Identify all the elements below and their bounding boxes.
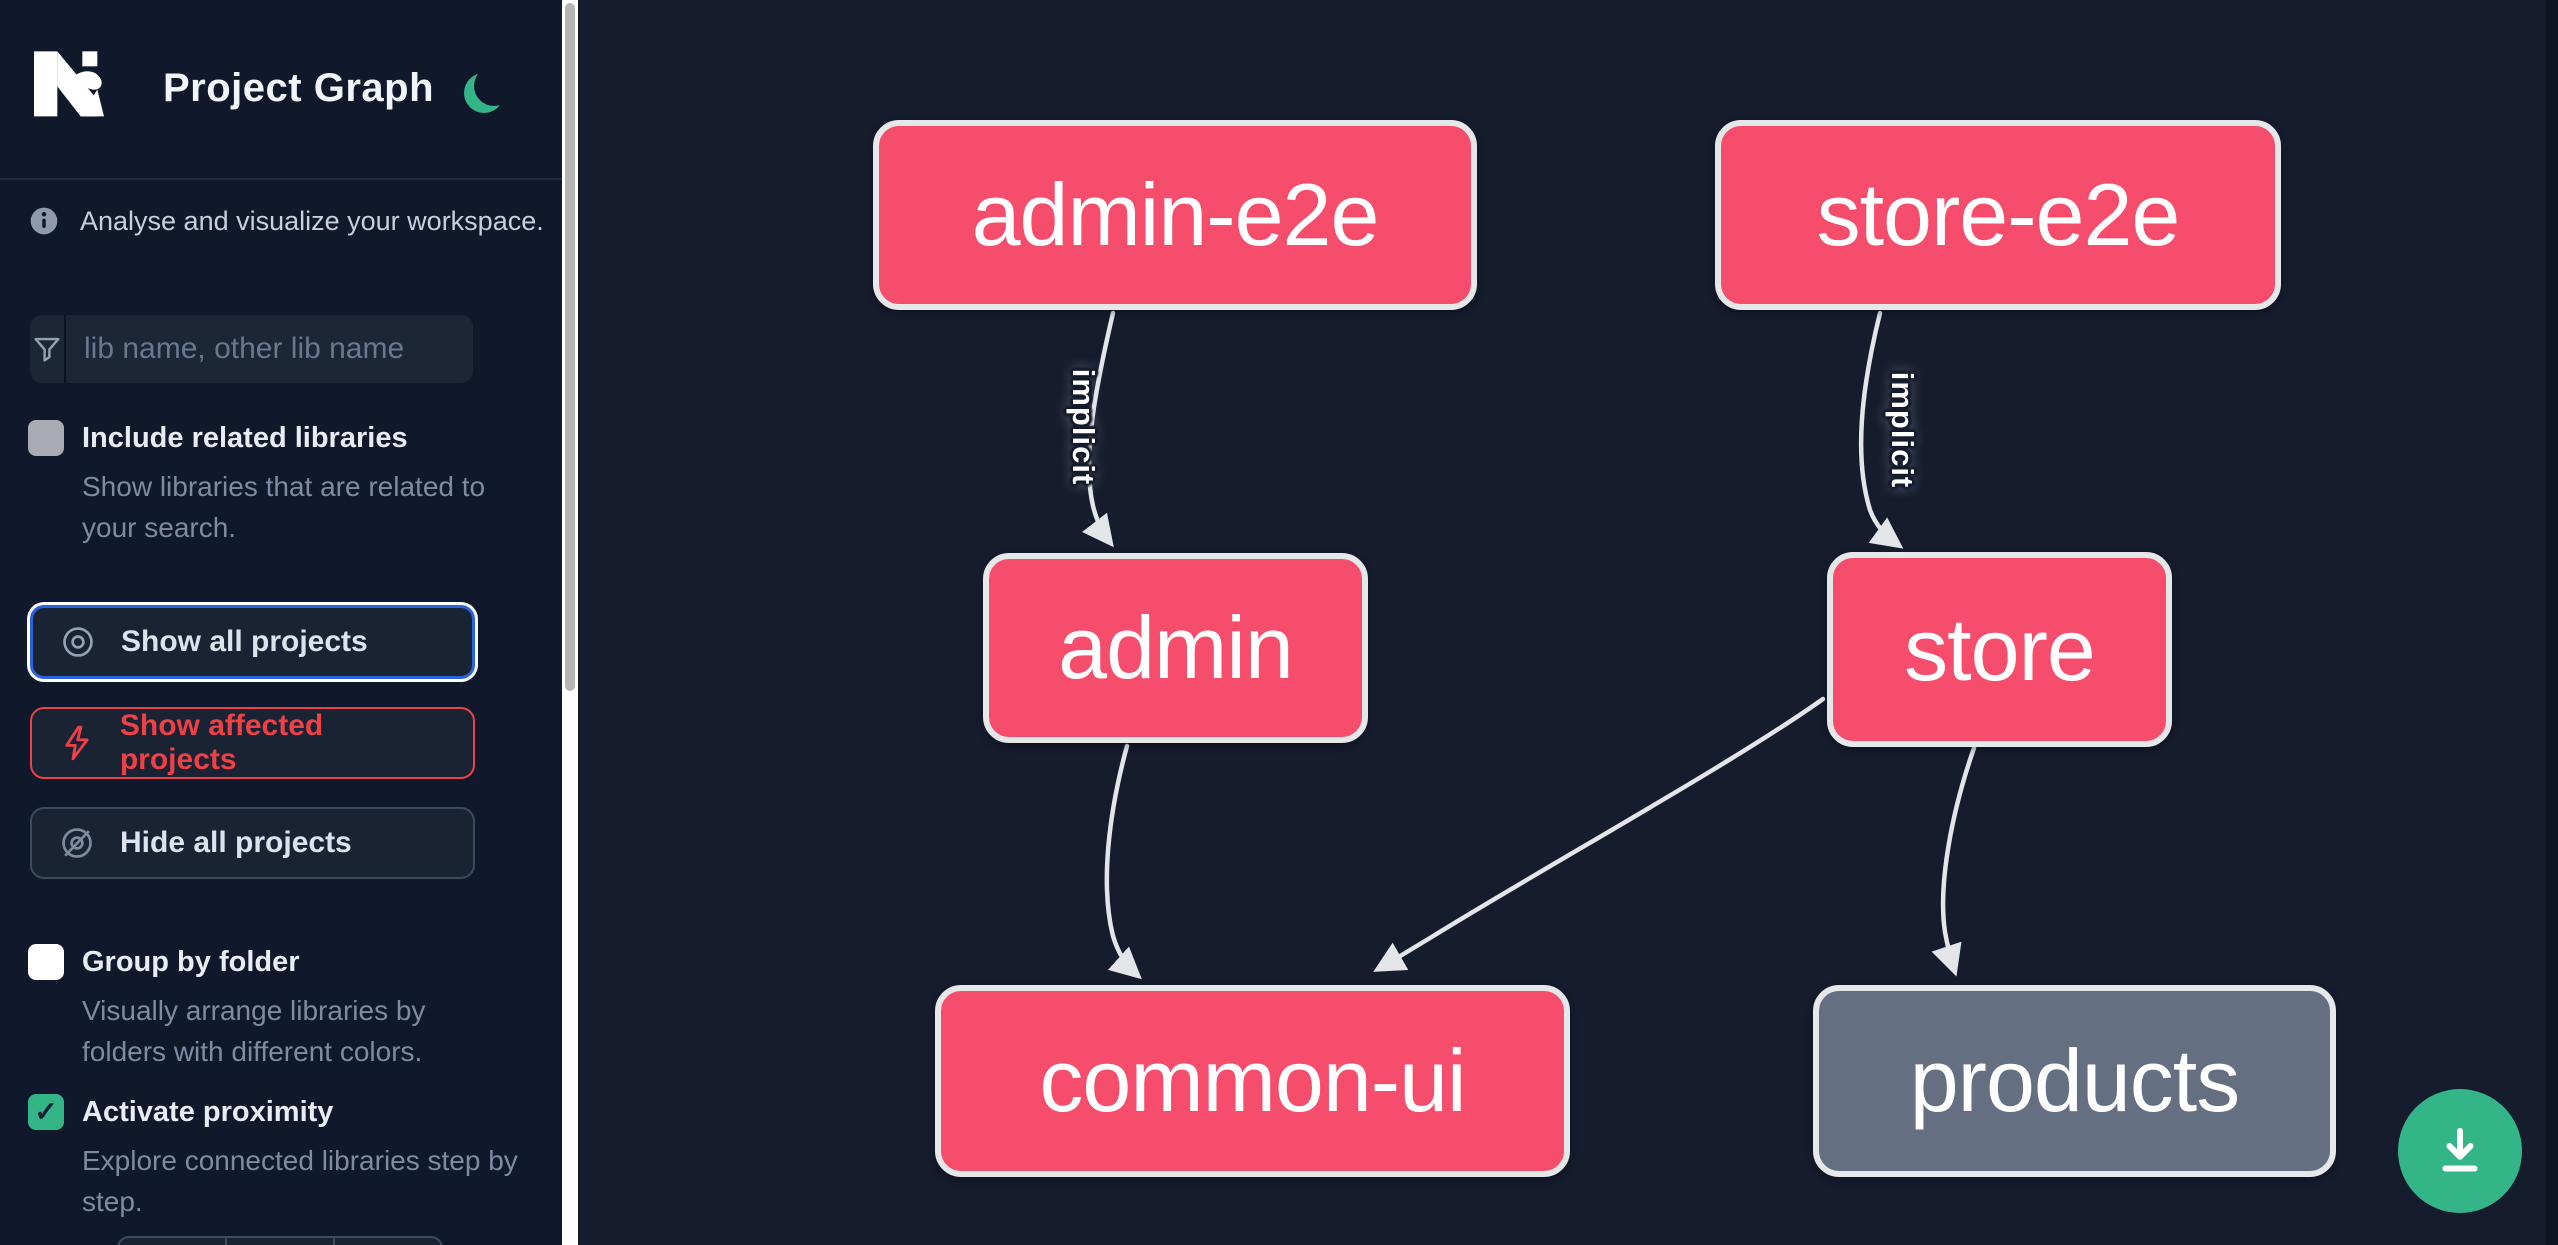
edge-admin-to-common-ui — [1104, 743, 1142, 980]
filter-funnel-icon — [30, 315, 66, 383]
activate-proximity-checkbox[interactable]: ✓ — [28, 1094, 64, 1130]
show-affected-projects-button[interactable]: Show affected projects — [30, 707, 475, 779]
hide-all-projects-button[interactable]: Hide all projects — [30, 807, 475, 879]
page-title: Project Graph — [163, 66, 435, 110]
option-label: Group by folder — [82, 945, 300, 978]
node-label: common-ui — [1039, 1031, 1466, 1130]
graph-node-common-ui[interactable]: common-ui — [935, 985, 1570, 1177]
library-filter-input[interactable] — [66, 315, 473, 383]
graph-node-admin[interactable]: admin — [983, 553, 1368, 743]
sidebar-header: Project Graph — [0, 0, 562, 180]
button-label: Show all projects — [121, 625, 368, 658]
tagline-text: Analyse and visualize your workspace. — [80, 205, 544, 236]
option-activate-proximity: ✓ Activate proximity Explore connected l… — [28, 1094, 528, 1222]
stepper-segment[interactable] — [333, 1238, 441, 1245]
graph-node-store[interactable]: store — [1827, 552, 2172, 747]
node-label: admin-e2e — [971, 165, 1380, 264]
button-label: Hide all projects — [120, 826, 352, 859]
node-label: store-e2e — [1816, 165, 2181, 264]
show-all-projects-button[interactable]: Show all projects — [30, 605, 475, 679]
edge-store-e2e-to-store — [1858, 310, 1904, 549]
option-description: Visually arrange libraries by folders wi… — [82, 995, 426, 1067]
include-related-checkbox[interactable] — [28, 420, 64, 456]
button-label: Show affected projects — [119, 709, 324, 776]
lightning-bolt-icon — [65, 725, 89, 761]
search-box — [30, 315, 473, 383]
node-label: products — [1909, 1031, 2241, 1130]
eye-icon — [63, 627, 93, 657]
sidebar-scrollbar-thumb[interactable] — [565, 3, 575, 691]
option-label: Include related libraries — [82, 421, 408, 454]
option-label: Activate proximity — [82, 1095, 334, 1128]
option-include-related: Include related libraries Show libraries… — [28, 420, 528, 548]
checkmark-icon: ✓ — [34, 1096, 58, 1127]
edge-admin-e2e-to-admin — [1082, 310, 1116, 548]
option-group-by-folder: Group by folder Visually arrange librari… — [28, 944, 528, 1072]
eye-off-icon — [62, 828, 92, 858]
sidebar: Project Graph Analyse and visualize your… — [0, 0, 562, 1245]
edge-label-implicit: implicit — [1885, 371, 1920, 489]
nx-logo-icon — [34, 51, 104, 117]
node-label: admin — [1058, 598, 1294, 697]
graph-node-admin-e2e[interactable]: admin-e2e — [873, 120, 1477, 310]
download-image-button[interactable] — [2398, 1089, 2522, 1213]
graph-node-products[interactable]: products — [1813, 985, 2336, 1177]
page-edge-strip — [2546, 0, 2558, 1245]
tagline-row: Analyse and visualize your workspace. — [28, 205, 544, 237]
download-icon — [2442, 1128, 2478, 1172]
info-icon — [30, 207, 58, 235]
edge-store-to-common-ui — [1373, 696, 1826, 972]
graph-node-store-e2e[interactable]: store-e2e — [1715, 120, 2281, 310]
edge-store-to-products — [1931, 745, 1977, 977]
node-label: store — [1904, 599, 2096, 699]
group-by-folder-checkbox[interactable] — [28, 944, 64, 980]
stepper-segment[interactable] — [225, 1238, 333, 1245]
edge-label-implicit: implicit — [1066, 368, 1101, 486]
option-description: Explore connected libraries step by step… — [82, 1145, 518, 1217]
option-description: Show libraries that are related to your … — [82, 471, 486, 543]
